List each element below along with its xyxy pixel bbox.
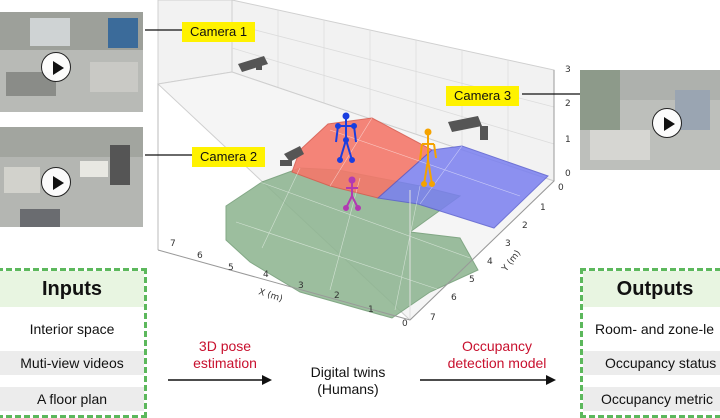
arrow-inputs-to-twins [168,375,272,385]
pose-estimation-line-1: 3D pose [198,338,252,354]
occupancy-detection-line-1: Occupancy [461,338,533,354]
inputs-title: Inputs [0,271,144,307]
camera-1-label: Camera 1 [182,22,256,42]
x-tick: 0 [402,319,408,329]
x-tick: 6 [197,251,203,261]
z-tick: 2 [565,99,571,109]
play-icon[interactable] [41,52,71,82]
camera-1-video-thumbnail[interactable] [0,12,143,112]
person-blue-skeleton [335,112,357,163]
x-axis-line [157,249,411,321]
back-pane-left [157,0,233,85]
y-tick: 3 [505,239,511,249]
inputs-panel: Inputs Interior space Muti-view videos A… [0,268,147,418]
pose-estimation-line-2: estimation [193,355,257,371]
x-tick: 7 [170,239,176,249]
y-tick: 5 [469,275,475,285]
y-tick: 6 [451,293,457,303]
y-tick: 4 [487,257,493,267]
x-tick: 3 [298,281,304,291]
play-icon[interactable] [652,108,682,138]
play-icon[interactable] [41,167,71,197]
digital-twins-label: Digital twins (Humans) [290,364,406,398]
y-tick: 7 [430,313,436,323]
x-tick: 5 [228,263,234,273]
z-tick: 1 [565,135,571,145]
z-tick: 0 [565,169,571,179]
camera-3-video-thumbnail[interactable] [580,70,720,170]
outputs-title: Outputs [583,271,720,307]
x-tick: 2 [334,291,340,301]
camera-3-marker [448,116,488,140]
camera-2-label: Camera 2 [192,147,266,167]
y-axis-line [409,180,555,321]
digital-twins-line-2: (Humans) [317,381,379,397]
outputs-item: Occupancy metric [583,387,720,411]
camera-1-marker [238,56,268,72]
outputs-item: Room- and zone-le [595,321,715,337]
outputs-panel: Outputs Room- and zone-le Occupancy stat… [580,268,720,418]
floor-grid [235,117,521,311]
inputs-item: Muti-view videos [0,351,144,375]
occupancy-detection-label: Occupancy detection model [432,338,562,372]
person-orange-skeleton [419,128,437,187]
y-tick: 2 [522,221,528,231]
y-tick: 1 [540,203,546,213]
camera-2-video-thumbnail[interactable] [0,127,143,227]
inputs-item: Interior space [29,321,115,337]
camera-2-marker [280,146,304,166]
x-axis-label: X (m) [257,287,284,304]
arrow-twins-to-outputs [420,375,556,385]
person-purple-skeleton [343,176,361,211]
y-tick: 0 [558,183,564,193]
x-tick: 1 [368,305,374,315]
digital-twins-line-1: Digital twins [310,364,386,380]
camera-3-label: Camera 3 [446,86,520,106]
z-tick: 3 [565,65,571,75]
outputs-item: Occupancy status [583,351,720,375]
pose-estimation-label: 3D pose estimation [175,338,275,372]
inputs-item: A floor plan [0,387,144,411]
x-tick: 4 [263,270,269,280]
y-axis-label: Y (m) [500,249,523,275]
occupancy-detection-line-2: detection model [447,355,547,371]
